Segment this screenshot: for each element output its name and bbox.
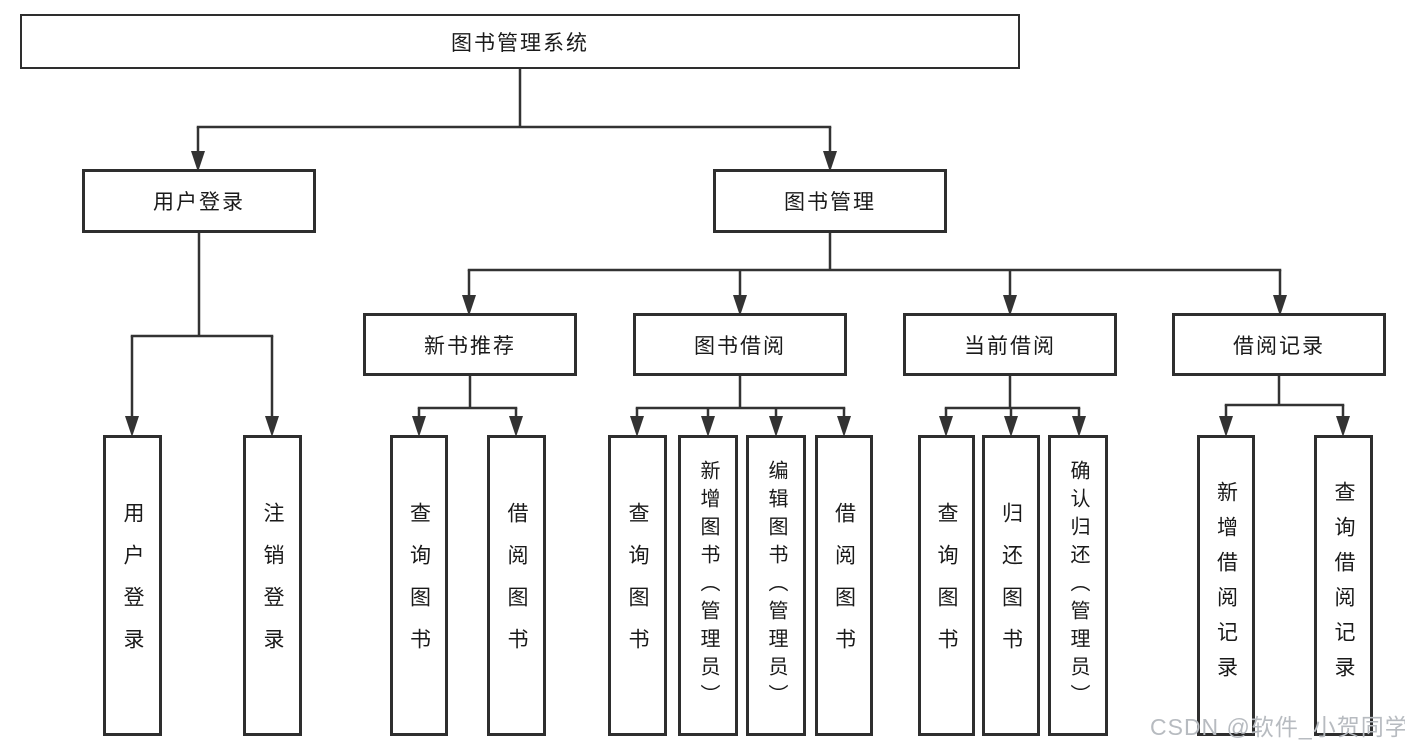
leaf-return-books-label: 归还图书 bbox=[999, 501, 1023, 670]
node-current-borrowing: 当前借阅 bbox=[903, 313, 1117, 376]
connector-book-management-children bbox=[462, 232, 1287, 316]
node-current-borrowing-label: 当前借阅 bbox=[964, 334, 1056, 358]
csdn-watermark: CSDN @软件_小贺同学 bbox=[1150, 714, 1405, 740]
leaf-add-book-admin: 新增图书（管理员） bbox=[678, 435, 738, 736]
leaf-edit-book-admin-label: 编辑图书（管理员） bbox=[765, 459, 787, 712]
leaf-borrow-books-borrowing-label: 借阅图书 bbox=[832, 501, 856, 670]
leaf-user-login: 用户登录 bbox=[103, 435, 162, 736]
leaf-edit-book-admin: 编辑图书（管理员） bbox=[746, 435, 806, 736]
connector-user-login-children bbox=[125, 232, 279, 437]
node-book-borrowing: 图书借阅 bbox=[633, 313, 847, 376]
leaf-logout: 注销登录 bbox=[243, 435, 302, 736]
leaf-add-borrow-record-label: 新增借阅记录 bbox=[1214, 480, 1238, 691]
leaf-borrow-books-recommend: 借阅图书 bbox=[487, 435, 546, 736]
leaf-query-books-current-label: 查询图书 bbox=[935, 501, 958, 670]
leaf-query-books-current: 查询图书 bbox=[918, 435, 975, 736]
leaf-user-login-label: 用户登录 bbox=[121, 501, 144, 670]
leaf-query-borrow-record-label: 查询借阅记录 bbox=[1332, 480, 1355, 691]
node-borrowing-records-label: 借阅记录 bbox=[1233, 334, 1325, 358]
leaf-borrow-books-borrowing: 借阅图书 bbox=[815, 435, 873, 736]
leaf-query-books-borrowing: 查询图书 bbox=[608, 435, 667, 736]
connector-book-borrow-children bbox=[630, 376, 851, 437]
connector-new-book-children bbox=[412, 376, 523, 437]
node-root: 图书管理系统 bbox=[20, 14, 1020, 69]
node-book-management-label: 图书管理 bbox=[784, 191, 876, 214]
node-book-borrowing-label: 图书借阅 bbox=[694, 334, 786, 358]
leaf-add-borrow-record: 新增借阅记录 bbox=[1197, 435, 1255, 736]
node-root-label: 图书管理系统 bbox=[451, 31, 589, 55]
node-borrowing-records: 借阅记录 bbox=[1172, 313, 1386, 376]
leaf-query-borrow-record: 查询借阅记录 bbox=[1314, 435, 1373, 736]
connector-root-to-level2 bbox=[191, 69, 837, 172]
leaf-logout-label: 注销登录 bbox=[261, 501, 284, 670]
node-user-login: 用户登录 bbox=[82, 169, 316, 233]
node-new-book-recommend-label: 新书推荐 bbox=[424, 334, 516, 358]
leaf-borrow-books-recommend-label: 借阅图书 bbox=[505, 501, 528, 670]
leaf-query-books-recommend-label: 查询图书 bbox=[407, 501, 431, 670]
leaf-confirm-return-admin-label: 确认归还（管理员） bbox=[1067, 459, 1089, 712]
connector-records-children bbox=[1219, 376, 1350, 437]
leaf-confirm-return-admin: 确认归还（管理员） bbox=[1048, 435, 1108, 736]
leaf-return-books: 归还图书 bbox=[982, 435, 1040, 736]
leaf-query-books-borrowing-label: 查询图书 bbox=[626, 501, 649, 670]
leaf-add-book-admin-label: 新增图书（管理员） bbox=[697, 459, 719, 712]
node-book-management: 图书管理 bbox=[713, 169, 947, 233]
node-user-login-label: 用户登录 bbox=[153, 191, 245, 214]
node-new-book-recommend: 新书推荐 bbox=[363, 313, 577, 376]
leaf-query-books-recommend: 查询图书 bbox=[390, 435, 448, 736]
connector-current-borrow-children bbox=[939, 376, 1086, 437]
